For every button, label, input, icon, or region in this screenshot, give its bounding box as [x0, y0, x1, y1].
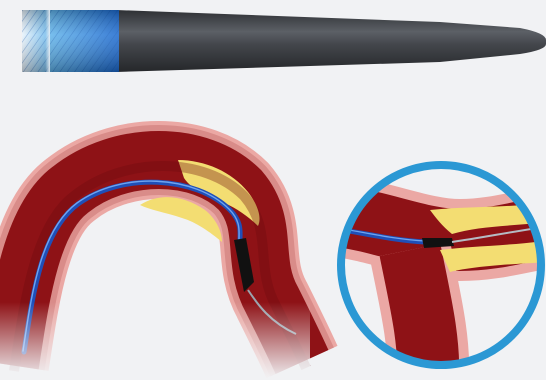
catheter-closeup	[10, 8, 546, 74]
curved-vessel	[0, 120, 310, 380]
catheter-shaft	[116, 10, 546, 72]
magnified-view	[330, 165, 546, 380]
